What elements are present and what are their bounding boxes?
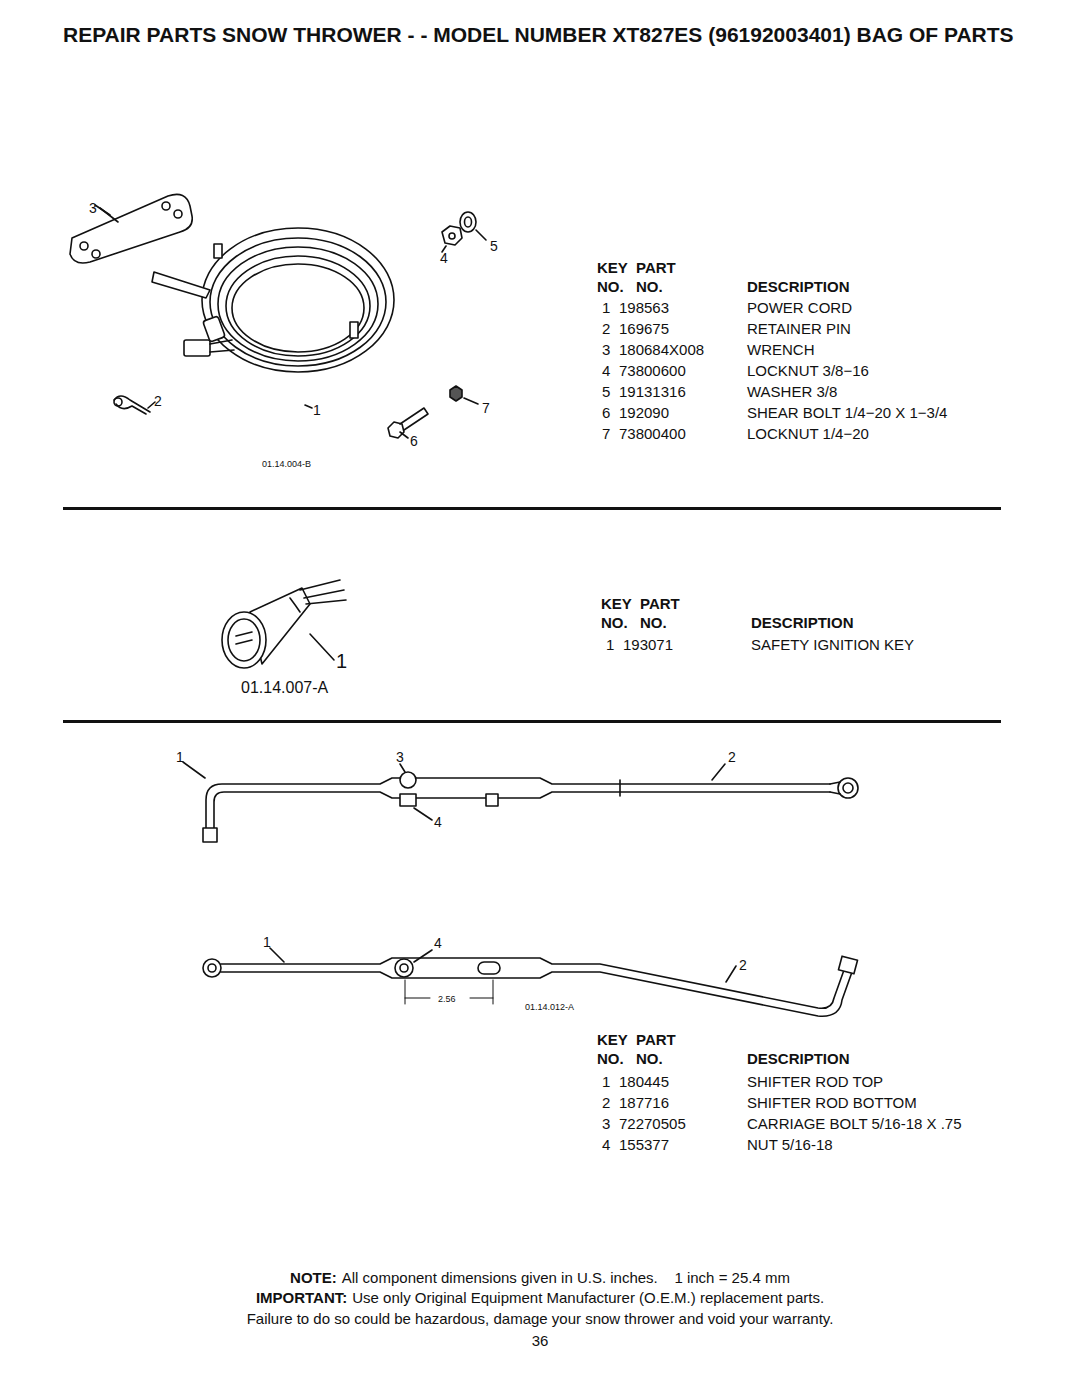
note-label: NOTE: (290, 1269, 337, 1286)
part-description: SHEAR BOLT 1/4−20 X 1−3/4 (747, 404, 947, 422)
key-number: 5 (602, 383, 610, 401)
key-number: 3 (602, 341, 610, 359)
part-description: WASHER 3/8 (747, 383, 837, 401)
part-number: 192090 (619, 404, 669, 422)
note-label: IMPORTANT: (256, 1289, 347, 1306)
table-header: PART (636, 259, 676, 277)
key-number: 7 (602, 425, 610, 443)
note-line: NOTE: All component dimensions given in U… (0, 1269, 1080, 1287)
callout-number: 3 (396, 749, 404, 766)
note-line: Failure to do so could be hazardous, dam… (0, 1310, 1080, 1328)
part-number: 187716 (619, 1094, 669, 1112)
table-header: NO. (636, 278, 663, 296)
callout-number: 2 (728, 749, 736, 766)
page-title: REPAIR PARTS SNOW THROWER - - MODEL NUMB… (63, 22, 1058, 48)
key-number: 2 (602, 320, 610, 338)
key-number: 2 (602, 1094, 610, 1112)
key-number: 3 (602, 1115, 610, 1133)
table-header: NO. (601, 614, 628, 632)
part-description: SHIFTER ROD BOTTOM (747, 1094, 917, 1112)
section-rule (63, 507, 1001, 510)
part-number: 169675 (619, 320, 669, 338)
part-description: CARRIAGE BOLT 5/16-18 X .75 (747, 1115, 962, 1133)
table-header: NO. (640, 614, 667, 632)
ignition-key-drawing (222, 580, 346, 668)
note-line: IMPORTANT: Use only Original Equipment Ma… (0, 1289, 1080, 1307)
key-number: 1 (602, 1073, 610, 1091)
note-line: 36 (0, 1332, 1080, 1350)
callout-number: 2 (154, 393, 162, 410)
key-number: 4 (602, 362, 610, 380)
table-header: NO. (597, 278, 624, 296)
key-number: 4 (602, 1136, 610, 1154)
part-description: NUT 5/16-18 (747, 1136, 833, 1154)
part-description: WRENCH (747, 341, 815, 359)
part-number: 72270505 (619, 1115, 686, 1133)
key-number: 1 (602, 299, 610, 317)
table-header: DESCRIPTION (747, 278, 850, 296)
key-number: 1 (606, 636, 614, 654)
shifter-rod-top-drawing (183, 762, 858, 842)
callout-number: 4 (434, 935, 442, 952)
table-header: KEY (597, 259, 628, 277)
part-number: 180445 (619, 1073, 669, 1091)
callout-number: 7 (482, 400, 490, 417)
callout-number: 1 (336, 649, 347, 673)
part-number: 180684X008 (619, 341, 704, 359)
key-number: 6 (602, 404, 610, 422)
table-header: PART (636, 1031, 676, 1049)
note-text: Failure to do so could be hazardous, dam… (247, 1310, 834, 1327)
retainer-pin-drawing (114, 396, 155, 414)
callout-number: 3 (89, 200, 97, 217)
part-description: LOCKNUT 1/4−20 (747, 425, 869, 443)
locknut-washer-drawing (442, 212, 486, 252)
table-header: DESCRIPTION (747, 1050, 850, 1068)
note-text: Use only Original Equipment Manufacturer… (352, 1289, 824, 1306)
part-description: SHIFTER ROD TOP (747, 1073, 883, 1091)
part-number: 198563 (619, 299, 669, 317)
shifter-rod-bottom-drawing (203, 948, 858, 1016)
wrench-drawing (70, 194, 192, 263)
dimension: 2.56 (438, 994, 456, 1005)
table-header: PART (640, 595, 680, 613)
callout-number: 1 (263, 934, 271, 951)
shear-bolt-drawing (305, 386, 478, 438)
figure-code: 01.14.012-A (525, 1002, 574, 1013)
note-text: All component dimensions given in U.S. i… (342, 1269, 790, 1286)
part-description: POWER CORD (747, 299, 852, 317)
part-number: 193071 (623, 636, 673, 654)
callout-number: 4 (440, 250, 448, 267)
part-number: 19131316 (619, 383, 686, 401)
callout-number: 5 (490, 238, 498, 255)
page-number: 36 (532, 1332, 549, 1349)
table-header: DESCRIPTION (751, 614, 854, 632)
part-number: 73800600 (619, 362, 686, 380)
table-header: NO. (597, 1050, 624, 1068)
callout-number: 1 (313, 402, 321, 419)
callout-number: 4 (434, 814, 442, 831)
figure-code: 01.14.007-A (241, 678, 328, 697)
callout-number: 6 (410, 433, 418, 450)
part-number: 155377 (619, 1136, 669, 1154)
part-description: LOCKNUT 3/8−16 (747, 362, 869, 380)
section-rule (63, 720, 1001, 723)
table-header: KEY (601, 595, 632, 613)
callout-number: 1 (176, 749, 184, 766)
part-number: 73800400 (619, 425, 686, 443)
table-header: NO. (636, 1050, 663, 1068)
power-cord-drawing (95, 205, 394, 372)
table-header: KEY (597, 1031, 628, 1049)
callout-number: 2 (739, 957, 747, 974)
figure-code: 01.14.004-B (262, 459, 311, 470)
part-description: SAFETY IGNITION KEY (751, 636, 914, 654)
part-description: RETAINER PIN (747, 320, 851, 338)
